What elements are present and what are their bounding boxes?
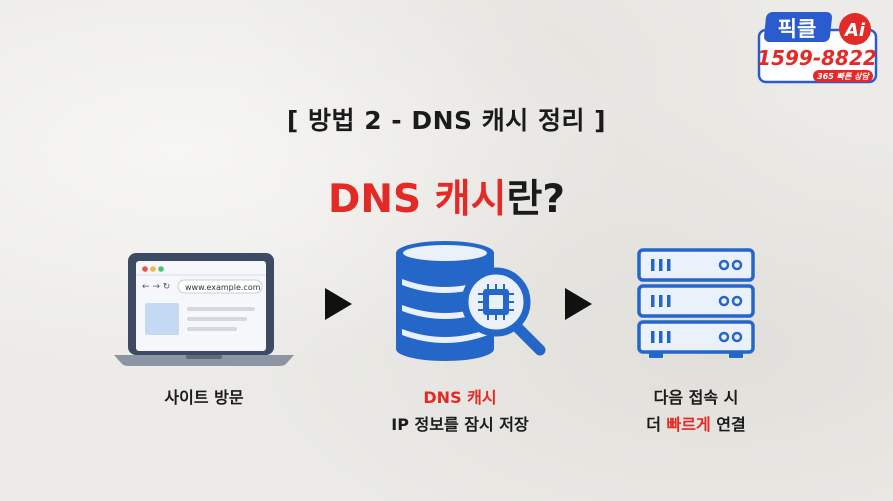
caption-dns-cache-desc: IP 정보를 잠시 저장 — [391, 415, 529, 434]
caption-fast-connect-line2: 더 빠르게 연결 — [566, 411, 826, 438]
section-subtitle: [ 방법 2 - DNS 캐시 정리 ] — [286, 106, 607, 135]
caption-fast-connect-line1: 다음 접속 시 — [653, 388, 739, 407]
caption-fast-connect-highlight: 빠르게 — [666, 415, 711, 434]
caption-fast-connect-suffix: 연결 — [710, 415, 746, 434]
page-title: DNS 캐시란? — [0, 168, 893, 224]
caption-dns-cache-title: DNS 캐시 — [423, 388, 497, 407]
caption-site-visit: 사이트 방문 — [74, 384, 334, 411]
step-site-visit: ← → ↻ www.example.com — [114, 253, 294, 372]
brand-ai-mark: Ai — [843, 20, 866, 41]
brand-logo: 픽클 Ai 1599-8822 365 빠른 상담 — [757, 12, 878, 84]
caption-dns-cache: DNS 캐시 IP 정보를 잠시 저장 — [330, 384, 590, 438]
arrow-right-icon — [565, 288, 592, 320]
database-search-icon — [396, 241, 546, 361]
browser-url: www.example.com — [185, 283, 261, 292]
step-fast-connect — [637, 248, 755, 364]
title-suffix: 란? — [506, 177, 565, 222]
arrow-right-icon — [325, 288, 352, 320]
brand-name: 픽클 — [778, 17, 817, 41]
phone-number: 1599-8822 — [757, 46, 877, 70]
brand-tagline: 365 빠른 상담 — [817, 72, 870, 81]
server-rack-icon — [637, 248, 755, 358]
caption-fast-connect-prefix: 더 — [646, 415, 667, 434]
caption-fast-connect: 다음 접속 시 더 빠르게 연결 — [566, 384, 826, 438]
laptop-browser-icon: ← → ↻ www.example.com — [114, 253, 294, 366]
title-highlight: DNS 캐시 — [328, 177, 507, 222]
brand-badge: 픽클 Ai 1599-8822 365 빠른 상담 — [757, 8, 878, 84]
svg-text:← → ↻: ← → ↻ — [142, 282, 170, 292]
caption-site-visit-text: 사이트 방문 — [164, 388, 244, 407]
step-dns-cache — [392, 239, 552, 365]
